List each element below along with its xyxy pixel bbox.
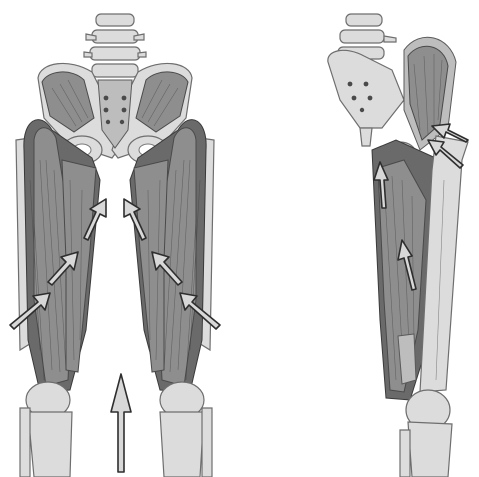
left-thigh — [16, 120, 100, 477]
arrow-icon — [111, 374, 131, 472]
thigh-lateral — [372, 136, 468, 477]
lateral-view — [328, 14, 468, 477]
anterior-view — [10, 14, 220, 477]
lumbar-spine — [84, 14, 146, 77]
right-thigh — [130, 120, 214, 477]
